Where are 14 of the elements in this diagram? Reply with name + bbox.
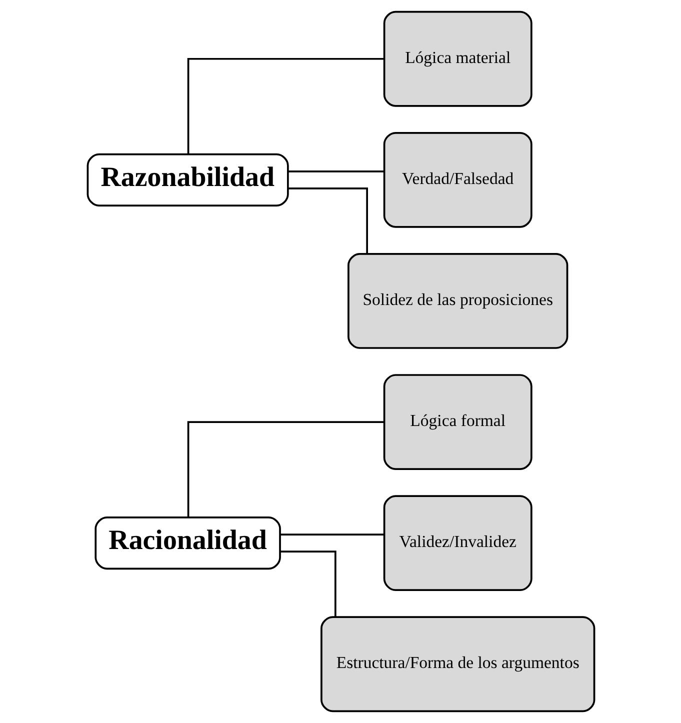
node-box: Solidez de las proposiciones bbox=[347, 253, 568, 349]
node-box: Verdad/Falsedad bbox=[382, 132, 532, 228]
node-box: Racionalidad bbox=[94, 516, 280, 570]
connector bbox=[280, 534, 384, 536]
connector bbox=[288, 170, 384, 172]
node-box: Lógica material bbox=[382, 10, 532, 107]
connector bbox=[287, 188, 368, 254]
connector bbox=[280, 550, 336, 618]
connector bbox=[186, 58, 384, 154]
node-box: Estructura/Forma de los argumentos bbox=[320, 616, 595, 712]
node-box: Validez/Invalidez bbox=[382, 495, 532, 592]
node-box: Razonabilidad bbox=[86, 153, 288, 206]
node-box: Lógica formal bbox=[382, 374, 532, 470]
connector bbox=[186, 421, 384, 518]
